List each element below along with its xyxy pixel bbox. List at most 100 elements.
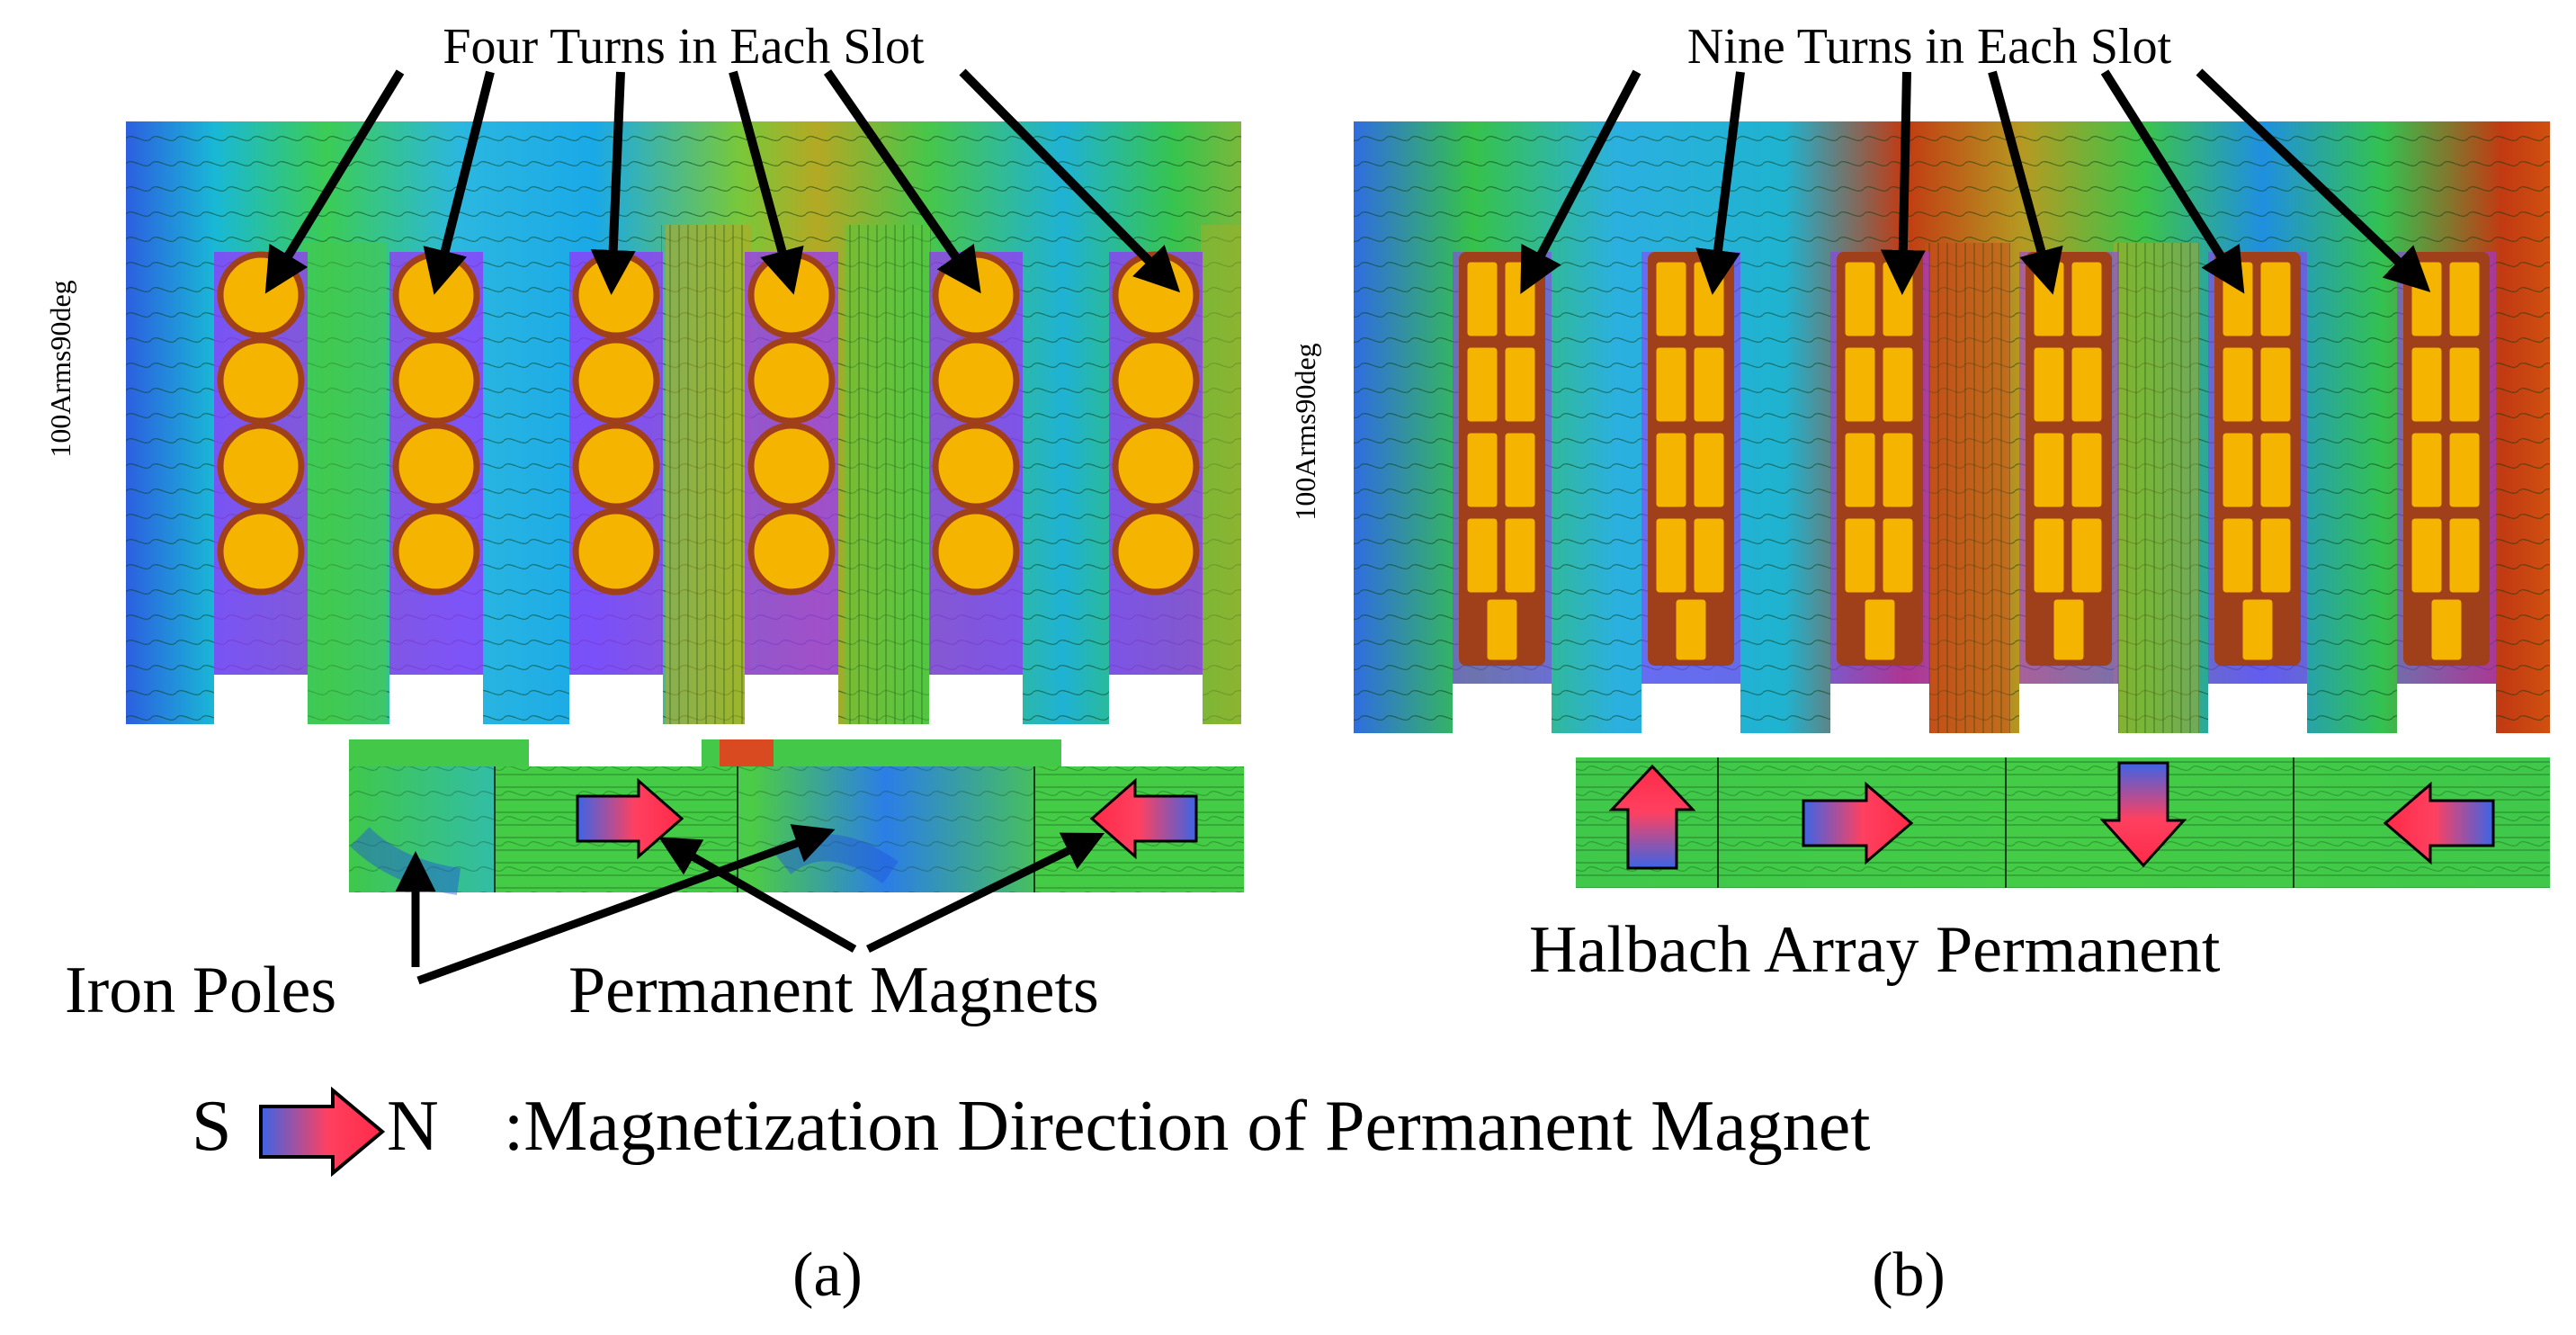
conductor-b <box>2409 515 2445 596</box>
conductor-b <box>1842 515 1878 596</box>
panel-a: Four Turns in Each Slot 100Arms90deg Iro… <box>44 19 1244 1310</box>
conductor-b <box>2446 515 2482 596</box>
permanent-magnets-leader-arrows <box>658 832 1105 954</box>
panel-a-title: Four Turns in Each Slot <box>443 19 925 75</box>
conductor-b <box>1880 430 1916 510</box>
conductor-b <box>1502 515 1538 596</box>
slot-opening-b <box>2397 684 2496 733</box>
conductor-b <box>2446 345 2482 425</box>
slot-opening-a <box>389 675 483 724</box>
conductor-b <box>2031 345 2067 425</box>
halbach-label: Halbach Array Permanent <box>1529 913 2221 987</box>
halbach-arrow-up <box>1608 764 1696 870</box>
legend-arrow-icon <box>259 1086 386 1178</box>
conductor-b <box>1691 430 1727 510</box>
conductor-b <box>2069 515 2105 596</box>
coil-turn-a <box>392 422 480 510</box>
coil-turn-a <box>392 251 480 339</box>
conductor-b <box>1653 345 1689 425</box>
conductor-b <box>1484 596 1520 663</box>
conductor-b <box>1653 515 1689 596</box>
conductor-b <box>1862 596 1898 663</box>
stator-b <box>1354 121 2550 733</box>
conductor-b <box>1842 430 1878 510</box>
panel-b-caption: (b) <box>1872 1241 1945 1310</box>
conductor-b <box>1691 515 1727 596</box>
slot-opening-b <box>1453 684 1552 733</box>
legend-text: :Magnetization Direction of Permanent Ma… <box>504 1087 1871 1166</box>
turns-leader-arrows-b <box>1520 68 2431 295</box>
turns-leader-arrows-a <box>264 68 1181 295</box>
legend-south-label: S <box>192 1087 232 1166</box>
coil-turn-a <box>1112 422 1200 510</box>
coil-turn-a <box>932 251 1020 339</box>
magnet-arrow-a2 <box>1089 777 1198 860</box>
coil-turn-a <box>932 336 1020 425</box>
coil-turn-a <box>572 507 660 596</box>
coil-turn-a <box>747 422 836 510</box>
conductor-b <box>2258 430 2294 510</box>
coil-turn-a <box>747 336 836 425</box>
slot-opening-a <box>1109 675 1203 724</box>
conductor-b <box>1464 259 1500 339</box>
conductor-b <box>2220 515 2256 596</box>
conductor-b <box>2240 596 2276 663</box>
coil-turn-a <box>747 507 836 596</box>
conductor-b <box>1673 596 1709 663</box>
conductor-b <box>2258 259 2294 339</box>
iron-poles-label: Iron Poles <box>65 954 336 1027</box>
conductor-b <box>2069 430 2105 510</box>
conductor-b <box>1653 430 1689 510</box>
slot-opening-b <box>2019 684 2118 733</box>
halbach-arrow-left <box>2383 781 2495 865</box>
coil-turn-a <box>217 422 305 510</box>
conductor-b <box>2069 259 2105 339</box>
slot-opening-b <box>1830 684 1929 733</box>
slot-opening-a <box>929 675 1023 724</box>
conductor-b <box>2051 596 2087 663</box>
slot-opening-b <box>1641 684 1740 733</box>
slot-opening-a <box>569 675 663 724</box>
conductor-b <box>1502 430 1538 510</box>
coil-turn-a <box>572 422 660 510</box>
conductor-b <box>2031 430 2067 510</box>
conductor-b <box>2409 345 2445 425</box>
coil-turn-a <box>217 251 305 339</box>
conductor-b <box>2031 515 2067 596</box>
coil-turn-a <box>1112 507 1200 596</box>
conductor-b <box>1691 259 1727 339</box>
conductor-b <box>1464 430 1500 510</box>
conductor-b <box>1464 345 1500 425</box>
conductor-b <box>1653 259 1689 339</box>
coil-turn-a <box>217 336 305 425</box>
panel-b-side-label: 100Arms90deg <box>1289 343 1321 520</box>
conductor-b <box>2258 515 2294 596</box>
conductor-b <box>1880 515 1916 596</box>
panel-a-caption: (a) <box>792 1241 863 1310</box>
halbach-arrow-right <box>1802 781 1914 865</box>
conductor-b <box>2069 345 2105 425</box>
conductor-b <box>2428 596 2464 663</box>
conductor-b <box>2258 345 2294 425</box>
slot-opening-b <box>2208 684 2307 733</box>
slot-opening-a <box>745 675 838 724</box>
conductor-b <box>2220 430 2256 510</box>
slot-opening-a <box>214 675 308 724</box>
conductor-b <box>1691 345 1727 425</box>
magnetization-legend: S N :Magnetization Direction of Permanen… <box>192 1086 1871 1178</box>
conductor-b <box>2446 259 2482 339</box>
panel-b: Nine Turns in Each Slot 100Arms90deg Hal… <box>1289 19 2550 1310</box>
conductor-b <box>2220 345 2256 425</box>
panel-a-side-label: 100Arms90deg <box>44 280 76 457</box>
conductor-b <box>2409 430 2445 510</box>
coil-turn-a <box>392 507 480 596</box>
conductor-b <box>1842 259 1878 339</box>
conductor-b <box>1880 259 1916 339</box>
stator-a <box>126 121 1241 724</box>
iron-poles-leader-arrows <box>395 824 836 985</box>
permanent-magnets-label: Permanent Magnets <box>568 954 1099 1027</box>
legend-north-label: N <box>387 1087 439 1166</box>
coil-turn-a <box>217 507 305 596</box>
panel-b-title: Nine Turns in Each Slot <box>1687 19 2172 75</box>
